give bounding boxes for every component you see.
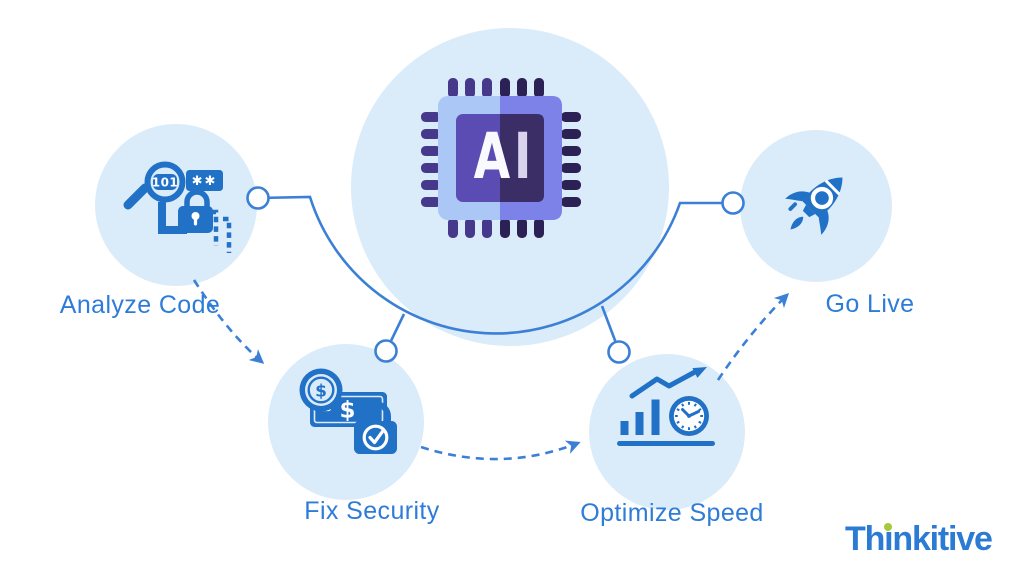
rocket-fin-right [818, 210, 829, 235]
label-go-live: Go Live [825, 290, 915, 318]
lock-body [354, 421, 397, 454]
code-bracket-dashed-1 [211, 209, 219, 246]
bar-3 [651, 399, 660, 435]
chip-pins-left [421, 112, 441, 207]
keyhole [191, 212, 200, 220]
chip-letter-i: I [514, 120, 532, 194]
bar-1 [620, 421, 629, 435]
logo-i-stem: ı [884, 520, 893, 558]
password-field [186, 170, 223, 191]
clock-ticks [675, 402, 703, 430]
baseline [617, 441, 715, 446]
logo-text-end: nkitive [892, 520, 993, 558]
magnifier-handle [123, 183, 150, 210]
code-bracket-dashed-2 [223, 216, 232, 253]
label-optimize-speed: Optimize Speed [580, 499, 764, 527]
connector-node-fix [374, 339, 398, 363]
trend-arrow-head [692, 367, 707, 378]
connector-node-optimize [607, 340, 631, 364]
dollar-coin-ring [307, 376, 335, 404]
dashed-arrow-optimize-to-golive [716, 292, 790, 381]
analyze-code-circle [95, 124, 257, 286]
chip-pins-bottom [448, 218, 544, 238]
chip-pins-top [448, 78, 544, 98]
coin-dollar: $ [315, 382, 327, 402]
rocket-nozzle [802, 204, 816, 218]
lock-shackle [360, 401, 391, 421]
code-analysis-magnifier-icon: 101 ✱✱ [123, 161, 232, 253]
check-circle [362, 424, 389, 451]
logo-green-dot-icon [884, 523, 893, 531]
connector-node-golive [721, 191, 745, 215]
chip-pins-right [561, 112, 581, 207]
rocket-exhaust-dash [788, 202, 797, 211]
arc-spoke-right [600, 305, 618, 344]
keyhole-slot [193, 217, 198, 226]
binary-text: 101 [152, 176, 179, 190]
magnifier-lens [144, 161, 186, 203]
performance-chart-clock-icon [617, 367, 715, 446]
rocket-nose-seam [824, 179, 841, 196]
label-fix-security: Fix Security [304, 497, 440, 525]
ai-chip-icon: A I [421, 78, 581, 238]
rocket-flame [790, 216, 804, 230]
lock-shackle [184, 189, 210, 207]
rocket-icon [785, 177, 843, 235]
clock-center [687, 414, 691, 418]
chip-core-right-half [500, 114, 544, 202]
dashed-arrow-fix-to-optimize [420, 440, 581, 461]
dashed-arrow-analyze-to-fix [192, 279, 265, 364]
trend-arrow-line [629, 370, 697, 399]
check-mark [368, 429, 385, 445]
arc-spoke-left [388, 313, 406, 344]
banknote-dollar: $ [339, 398, 355, 424]
chip-letter-a: A [474, 120, 511, 194]
connector-node-analyze [246, 186, 270, 210]
secure-payment-lock-icon: $ $ [299, 368, 397, 454]
password-asterisks: ✱✱ [192, 174, 218, 189]
logo-letter-i: ı [884, 520, 893, 558]
label-analyze-code: Analyze Code [59, 291, 221, 319]
rocket-window [810, 186, 834, 210]
logo-text-start: Th [845, 520, 885, 558]
main-arc-line [257, 195, 733, 335]
rocket-fin-left [785, 191, 810, 202]
binary-chip [153, 174, 177, 190]
bar-2 [635, 412, 644, 435]
